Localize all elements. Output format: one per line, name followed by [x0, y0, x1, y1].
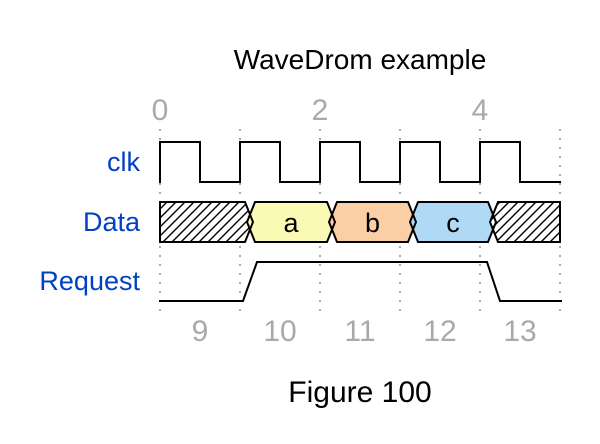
data-cell-unknown4-outline: [488, 201, 561, 243]
data-cell-label-c: c: [446, 208, 460, 238]
data-cell-unknown4-fill: [490, 202, 560, 242]
data-cell-b-fill: [329, 202, 416, 242]
bottom-tick-label-13: 13: [503, 315, 536, 348]
diagram-title: WaveDrom example: [233, 44, 487, 75]
data-cell-b-outline: [327, 201, 418, 243]
data-cell-c-fill: [410, 202, 496, 242]
data-cell-label-b: b: [365, 208, 380, 238]
top-tick-label-2: 2: [312, 94, 329, 127]
signal-label-request: Request: [39, 266, 140, 296]
signal-label-data: Data: [83, 207, 141, 237]
bottom-tick-label-12: 12: [423, 315, 456, 348]
clk-waveform: [159, 141, 561, 183]
bottom-tick-label-9: 9: [192, 315, 209, 348]
bottom-tick-label-11: 11: [344, 315, 375, 348]
bottom-tick-label-10: 10: [263, 315, 296, 348]
figure-caption: Figure 100: [288, 376, 432, 409]
data-cell-unknown0-fill: [160, 202, 253, 242]
data-cell-a-outline: [245, 201, 337, 243]
top-tick-label-0: 0: [152, 94, 169, 127]
signal-label-clk: clk: [107, 147, 140, 177]
top-tick-label-4: 4: [472, 94, 489, 127]
data-cell-a-fill: [247, 202, 335, 242]
request-waveform: [159, 261, 562, 302]
data-cell-label-a: a: [283, 208, 299, 238]
data-cell-unknown0-outline: [159, 201, 255, 243]
data-cell-c-outline: [408, 201, 498, 243]
